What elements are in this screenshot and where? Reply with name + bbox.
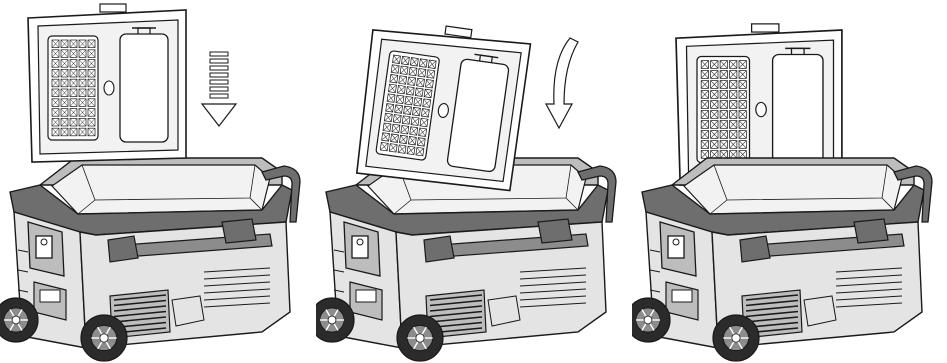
arrow-dash	[210, 59, 228, 63]
arrow-dash	[210, 94, 228, 98]
step-1-drawing	[0, 0, 316, 363]
arrow-dash	[210, 73, 228, 77]
lid-hinge-tab	[100, 4, 126, 12]
wheel-axle	[416, 334, 424, 342]
front-wheel	[713, 315, 759, 361]
handle-bracket-left	[108, 236, 138, 262]
wheel-axle	[328, 316, 336, 324]
lid-hinge-tab	[752, 24, 779, 32]
front-wheel	[397, 315, 443, 361]
curved-arrow-icon	[546, 38, 578, 128]
rear-wheel	[0, 298, 38, 342]
wheel-axle	[12, 316, 20, 324]
step-1-panel	[0, 0, 316, 363]
display-window	[40, 290, 60, 302]
arrow-dash	[210, 87, 228, 91]
lid-release-button	[104, 81, 114, 95]
arrow-down-icon	[202, 52, 236, 126]
display-window	[672, 290, 692, 302]
lid-ice-pack	[773, 54, 823, 164]
wheel-axle	[644, 316, 652, 324]
handle-bracket-right	[222, 219, 256, 243]
curved-arrow-shape	[546, 38, 578, 128]
fridge-lid	[353, 16, 531, 194]
handle-bracket-left	[424, 236, 454, 262]
wheel-axle	[732, 334, 740, 342]
arrow-dash	[210, 66, 228, 70]
front-wheel	[81, 315, 127, 361]
wheel-axle	[100, 334, 108, 342]
handle-bracket-right	[854, 219, 888, 243]
rear-wheel	[316, 298, 354, 342]
fridge-body	[316, 158, 616, 361]
lid-hinge-tab	[445, 26, 472, 38]
fridge-body	[632, 158, 932, 361]
handle-bracket-right	[538, 219, 572, 243]
arrow-dash	[210, 52, 228, 56]
step-3-drawing	[632, 0, 947, 363]
step-2-panel	[316, 0, 632, 363]
arrow-head	[202, 104, 236, 126]
lid-ice-pack	[120, 34, 168, 142]
arrow-dash	[210, 80, 228, 84]
rear-wheel	[632, 298, 670, 342]
handle-bracket-left	[740, 236, 770, 262]
fridge-body	[0, 158, 300, 361]
step-2-drawing	[316, 0, 632, 363]
lid-release-button	[756, 102, 767, 116]
fridge-lid	[28, 4, 186, 162]
step-3-panel	[632, 0, 947, 363]
display-window	[356, 290, 376, 302]
